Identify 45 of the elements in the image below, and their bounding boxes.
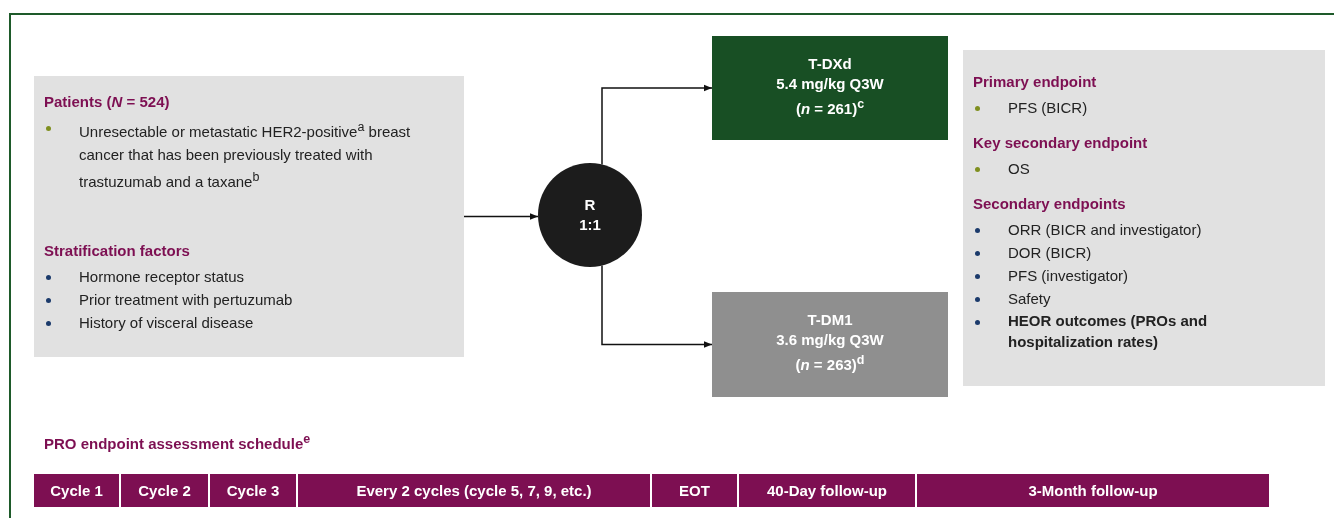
schedule-cell — [917, 474, 1269, 507]
cell-text: 40-Day follow-up — [767, 482, 887, 499]
cell-text: Cycle 1 — [50, 482, 103, 499]
patients-box — [34, 76, 464, 357]
box-text: 5.4 mg/kg Q3W — [775, 74, 885, 94]
cell-text: Cycle 3 — [226, 482, 280, 499]
schedule-cell — [739, 474, 917, 507]
cell-text: 3-Month follow-up — [1028, 482, 1158, 499]
box-text: R 1:1 — [578, 195, 602, 235]
bullet-item: HEOR outcomes (PROs and hospitalization rates) — [973, 310, 1315, 352]
box-text: T-DXd — [807, 54, 853, 74]
bullet-item: Unresectable or metastatic HER2-positive$^{a}$ breast cancer that has been previously treated with trastuzumab and a taxane$^{b}$ — [44, 116, 454, 193]
bullet-item: History of visceral disease — [44, 311, 454, 334]
schedule-cell — [210, 474, 298, 507]
box-text: T-DM1 — [806, 310, 854, 330]
bullet-item: Hormone receptor status — [44, 265, 454, 288]
box-text: (n = 263)$^{d}$ — [794, 352, 866, 375]
schedule-cell — [298, 474, 652, 507]
cell-text: Every 2 cycles (cycle 5, 7, 9, etc.) — [356, 482, 592, 499]
bullet-item: Safety — [973, 287, 1315, 310]
treatment-box — [712, 36, 948, 140]
box-text: (n = 261)$^{c}$ — [794, 96, 866, 119]
section-heading: Patients (N = 524) — [44, 92, 171, 112]
bullet-item: Prior treatment with pertuzumab — [44, 288, 454, 311]
section-heading: Secondary endpoints — [973, 194, 1127, 214]
endpoints-box — [963, 50, 1325, 386]
section-heading: Key secondary endpoint — [973, 133, 1149, 153]
schedule-cell — [121, 474, 210, 507]
bullet-item: DOR (BICR) — [973, 241, 1315, 264]
cell-text: Cycle 2 — [138, 482, 191, 499]
arrow — [601, 84, 713, 166]
cell-text: EOT — [679, 482, 710, 499]
arrow — [463, 213, 539, 220]
box-text: 3.6 mg/kg Q3W — [775, 330, 885, 350]
schedule-cell — [34, 474, 121, 507]
bullet-item: ORR (BICR and investigator) — [973, 218, 1315, 241]
treatment-box — [712, 292, 948, 397]
section-heading: Stratification factors — [44, 241, 191, 261]
section-heading: Primary endpoint — [973, 72, 1098, 92]
schedule-cell — [652, 474, 739, 507]
schedule-heading: PRO endpoint assessment schedule$^{e}$ — [44, 432, 311, 452]
bullet-item: PFS (investigator) — [973, 264, 1315, 287]
bullet-item: PFS (BICR) — [973, 96, 1315, 119]
arrow — [601, 264, 713, 348]
bullet-item: OS — [973, 157, 1315, 180]
